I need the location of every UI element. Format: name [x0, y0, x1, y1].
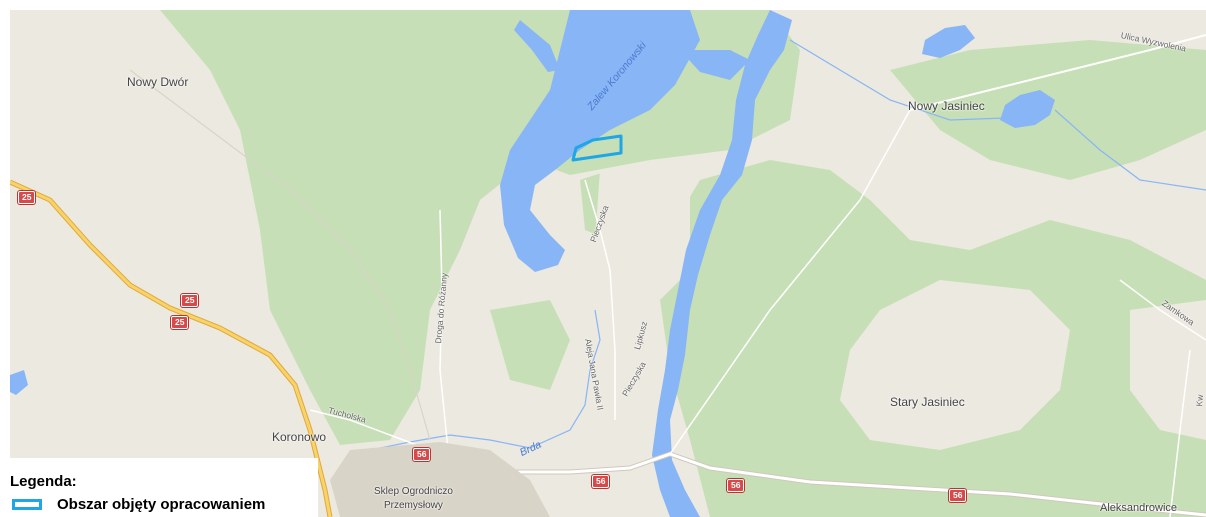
- road-label-kw: Kw: [1194, 394, 1205, 407]
- route-shield-25-a: 25: [18, 191, 36, 204]
- route-shield-56-d: 56: [949, 489, 967, 502]
- place-nowy-dwor: Nowy Dwór: [127, 75, 189, 89]
- route-shield-56-a: 56: [413, 448, 431, 461]
- route-shield-25-b: 25: [181, 294, 199, 307]
- road-droga-rozanny: [439, 209, 449, 451]
- clearing-east-edge: [1130, 300, 1206, 440]
- lake-north: [922, 25, 975, 58]
- lake-nowy-jasiniec: [1000, 90, 1055, 128]
- river-brda-east: [652, 10, 792, 517]
- road-tucholska: [309, 409, 431, 451]
- route-shield-25-c: 25: [171, 316, 189, 329]
- study-area-outline[interactable]: [571, 134, 623, 162]
- road-pieczyska: [584, 179, 616, 420]
- roads: [10, 34, 1206, 517]
- place-stary-jasiniec: Stary Jasiniec: [890, 395, 965, 409]
- route-shield-56-b: 56: [592, 475, 610, 488]
- legend-title: Legenda:: [10, 473, 77, 490]
- clearings: [595, 160, 1206, 450]
- clearing-stary-jasiniec: [840, 280, 1070, 450]
- road-diagonal: [669, 109, 911, 455]
- place-sklep-line2: Przemysłowy: [384, 500, 443, 511]
- clearing-farm: [595, 160, 690, 310]
- road-ulica-wyzwolenia: [909, 34, 1206, 111]
- map-view[interactable]: Nowy Dwór Nowy Jasiniec Koronowo Stary J…: [10, 10, 1206, 517]
- place-koronowo: Koronowo: [272, 430, 327, 444]
- stream-east: [1054, 109, 1206, 191]
- railway-line: [129, 69, 431, 441]
- road-25-inner: [10, 180, 332, 517]
- forest-small-west: [490, 300, 570, 390]
- map-canvas[interactable]: [10, 10, 1206, 517]
- place-nowy-jasiniec: Nowy Jasiniec: [908, 99, 985, 113]
- zalew-koronowski: [500, 10, 700, 272]
- place-sklep-line1: Sklep Ogrodniczo: [374, 486, 453, 497]
- route-shield-56-c: 56: [727, 479, 745, 492]
- road-zamkowa: [1119, 279, 1206, 341]
- water-bodies: [10, 10, 1055, 517]
- zalew-arm-east: [680, 50, 750, 80]
- pond-west: [10, 370, 28, 395]
- top-margin: [0, 0, 1206, 10]
- legend-item-label: Obszar objęty opracowaniem: [57, 496, 266, 513]
- stream-northeast: [789, 39, 1006, 121]
- road-east-vertical: [1169, 349, 1191, 517]
- forest-north-center: [160, 10, 800, 445]
- place-aleksandrowice: Aleksandrowice: [1100, 502, 1178, 514]
- legend-swatch-outline-icon: [12, 499, 42, 510]
- zalew-arm-west: [514, 20, 560, 72]
- map-legend: Legenda: Obszar objęty opracowaniem: [0, 458, 318, 517]
- town-koronowo: [330, 442, 550, 517]
